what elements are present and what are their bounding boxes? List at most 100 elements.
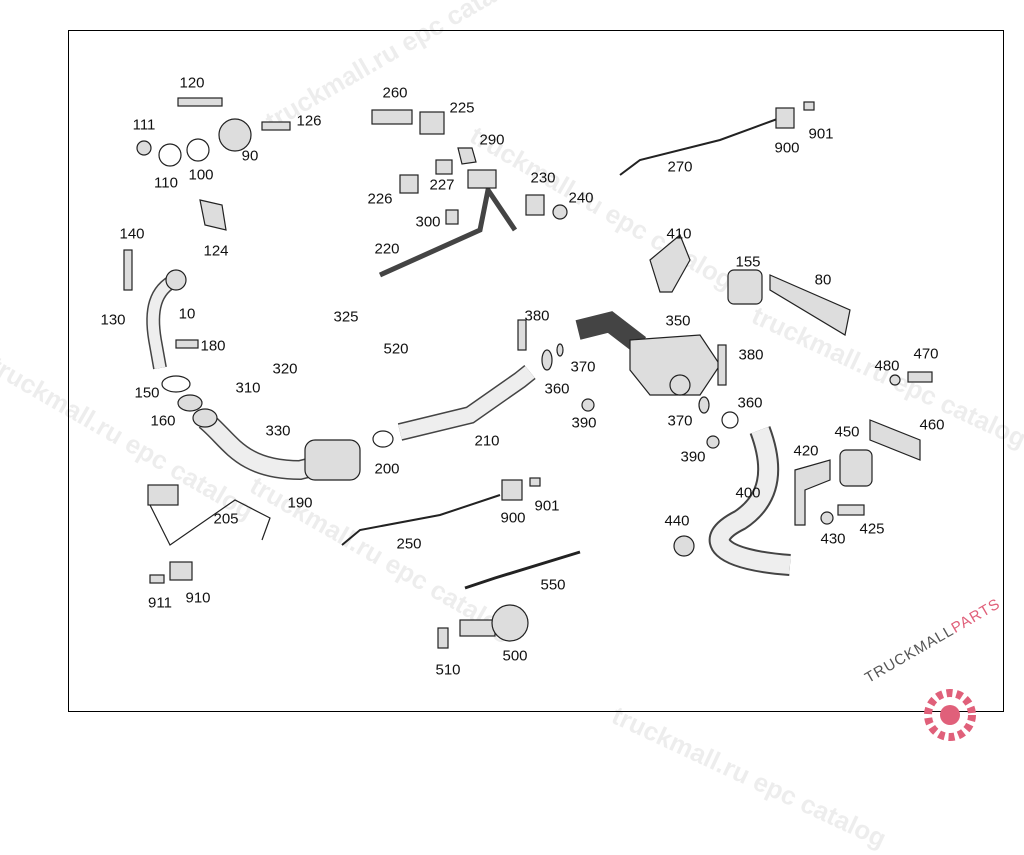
bolt-140 (123, 249, 133, 291)
part-label[interactable]: 330 (265, 422, 291, 440)
nut-290 (457, 147, 477, 165)
part-label[interactable]: 90 (241, 147, 259, 165)
ring-150 (161, 375, 191, 393)
part-label[interactable]: 10 (178, 305, 196, 323)
sensor-205 (147, 484, 179, 506)
connector-910 (169, 561, 193, 581)
part-label[interactable]: 380 (738, 346, 764, 364)
part-label[interactable]: 350 (665, 312, 691, 330)
part-label[interactable]: 110 (154, 174, 178, 192)
part-label[interactable]: 300 (415, 213, 441, 231)
part-label[interactable]: 425 (859, 520, 885, 538)
part-label[interactable]: 111 (132, 116, 156, 134)
pipe-220 (378, 183, 518, 278)
part-label[interactable]: 470 (913, 345, 939, 363)
pipe-350 (575, 311, 647, 353)
part-label[interactable]: 190 (287, 494, 313, 512)
part-label[interactable]: 360 (737, 394, 763, 412)
catalyst-350 (629, 334, 721, 396)
clip-226 (399, 174, 419, 194)
part-label[interactable]: 420 (793, 442, 819, 460)
plug-901 (803, 101, 815, 111)
bolt-425 (837, 504, 865, 516)
wire-250 (341, 494, 501, 546)
valve-90 (218, 118, 252, 152)
part-label[interactable]: 510 (435, 661, 461, 679)
part-label[interactable]: 126 (296, 112, 322, 130)
actuator-500 (459, 619, 496, 637)
part-label[interactable]: 901 (808, 125, 834, 143)
part-label[interactable]: 130 (100, 311, 126, 329)
part-label[interactable]: 360 (544, 380, 570, 398)
part-label[interactable]: 200 (374, 460, 400, 478)
part-label[interactable]: 480 (874, 357, 900, 375)
part-label[interactable]: 290 (479, 131, 505, 149)
part-label[interactable]: 120 (179, 74, 205, 92)
plug-901b (529, 477, 541, 487)
part-label[interactable]: 140 (119, 225, 145, 243)
part-label[interactable]: 155 (735, 253, 761, 271)
part-label[interactable]: 370 (667, 412, 693, 430)
part-label[interactable]: 380 (524, 307, 550, 325)
part-label[interactable]: 325 (333, 308, 359, 326)
part-label[interactable]: 250 (396, 535, 422, 553)
bracket-420 (794, 459, 831, 526)
bracket-460 (869, 419, 921, 461)
part-label[interactable]: 310 (235, 379, 261, 397)
gasket-160 (177, 394, 203, 412)
hanger-450 (839, 449, 873, 487)
part-label[interactable]: 80 (814, 271, 832, 289)
part-label[interactable]: 550 (540, 576, 566, 594)
part-label[interactable]: 220 (374, 240, 400, 258)
part-label[interactable]: 460 (919, 416, 945, 434)
part-label[interactable]: 226 (367, 190, 393, 208)
sensor-225 (419, 111, 445, 135)
part-label[interactable]: 440 (664, 512, 690, 530)
part-label[interactable]: 901 (534, 497, 560, 515)
bracket-80 (769, 274, 851, 336)
part-label[interactable]: 900 (500, 509, 526, 527)
pipe-flange (192, 408, 218, 428)
part-label[interactable]: 210 (474, 432, 500, 450)
part-label[interactable]: 124 (203, 242, 229, 260)
part-label[interactable]: 910 (185, 589, 211, 607)
part-label[interactable]: 225 (449, 99, 475, 117)
part-label[interactable]: 450 (834, 423, 860, 441)
part-label[interactable]: 911 (148, 594, 172, 612)
valve-500 (491, 604, 529, 642)
part-label[interactable]: 400 (735, 484, 761, 502)
part-label[interactable]: 520 (383, 340, 409, 358)
part-label[interactable]: 410 (666, 225, 692, 243)
wire-205 (149, 499, 271, 546)
part-label[interactable]: 390 (571, 414, 597, 432)
part-label[interactable]: 430 (820, 530, 846, 548)
part-label[interactable]: 230 (530, 169, 556, 187)
part-label[interactable]: 320 (272, 360, 298, 378)
gasket-124 (199, 199, 227, 231)
part-label[interactable]: 240 (568, 189, 594, 207)
bolt-126 (261, 121, 291, 131)
clip-227 (435, 159, 453, 175)
part-label[interactable]: 227 (429, 176, 455, 194)
part-label[interactable]: 390 (680, 448, 706, 466)
mount-155 (727, 269, 763, 305)
part-label[interactable]: 900 (774, 139, 800, 157)
diagram-frame (68, 30, 1004, 712)
washer-480 (889, 374, 901, 386)
wire-270 (619, 117, 781, 176)
part-label[interactable]: 150 (134, 384, 160, 402)
part-label[interactable]: 270 (667, 158, 693, 176)
sensor-module (467, 169, 497, 189)
heatshield-410 (649, 234, 691, 293)
part-label[interactable]: 100 (188, 166, 214, 184)
bolt-380b (717, 344, 727, 386)
part-label[interactable]: 160 (150, 412, 176, 430)
nut-111 (136, 140, 152, 156)
part-label[interactable]: 205 (213, 510, 239, 528)
part-label[interactable]: 370 (570, 358, 596, 376)
part-label[interactable]: 180 (200, 337, 226, 355)
part-label[interactable]: 260 (382, 84, 408, 102)
washer-430 (820, 511, 834, 525)
part-label[interactable]: 500 (502, 647, 528, 665)
connector-900b (501, 479, 523, 501)
